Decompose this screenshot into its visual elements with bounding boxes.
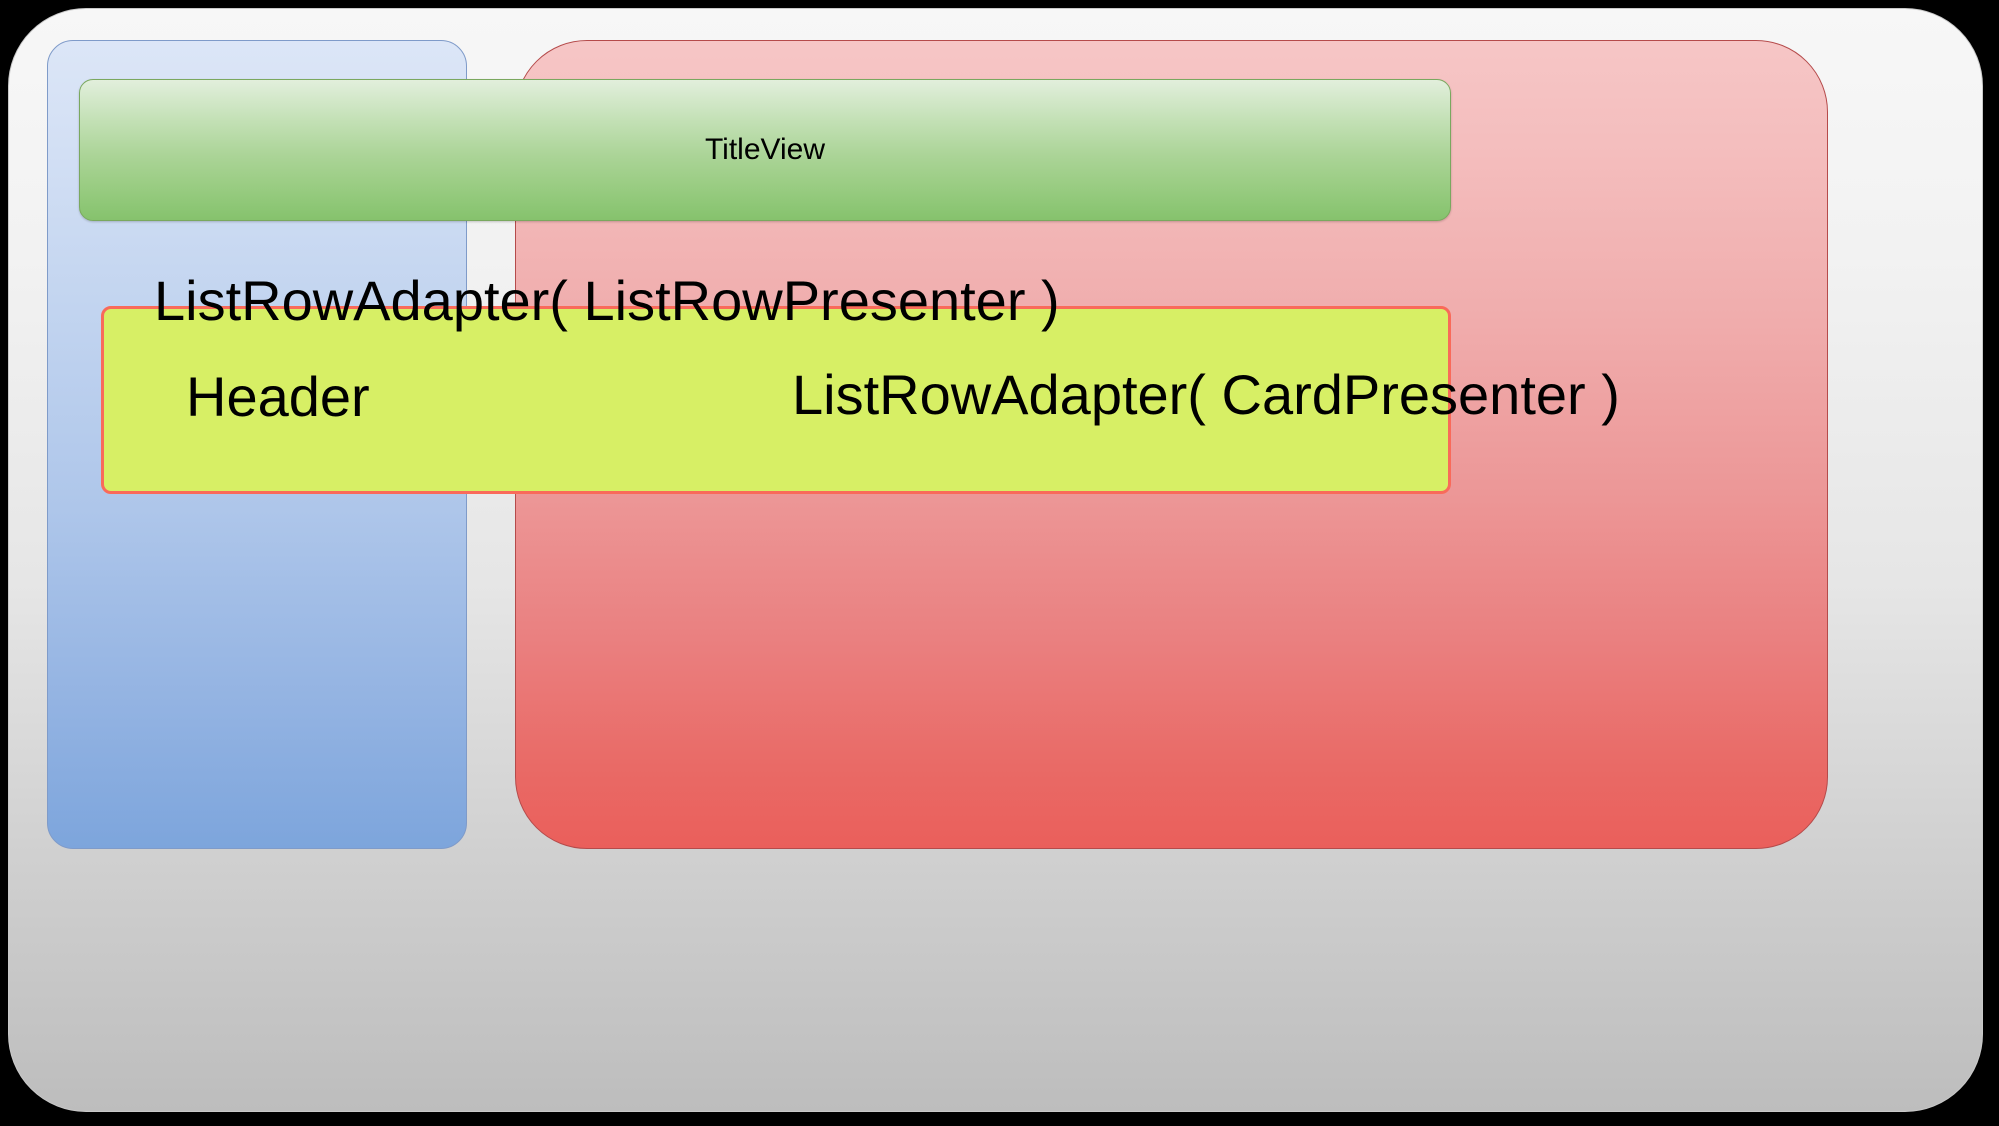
title-view-label: TitleView: [704, 133, 826, 166]
title-view-bar[interactable]: TitleView: [79, 79, 1451, 221]
browse-fragment-container: HeadersFragment RowsFragment TitleView L…: [8, 8, 1983, 1112]
list-row-box[interactable]: [101, 306, 1451, 494]
header-label: Header: [186, 365, 370, 428]
list-row-adapter-cardpresenter-label: ListRowAdapter( CardPresenter ): [792, 363, 1620, 426]
list-row-adapter-listrowpresenter-label: ListRowAdapter( ListRowPresenter ): [154, 269, 1060, 332]
